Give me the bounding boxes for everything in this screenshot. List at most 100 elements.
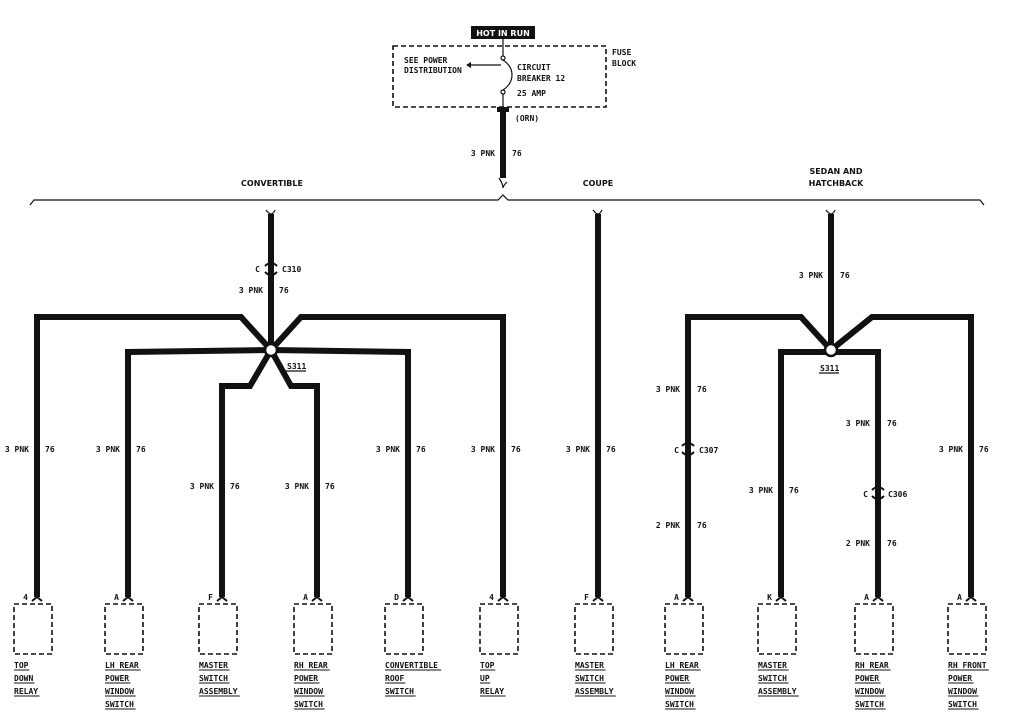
component-pin: F <box>584 593 589 602</box>
c307-above-circuit: 76 <box>697 385 707 394</box>
component-name-line: RELAY <box>480 687 504 696</box>
component-pin: K <box>767 593 772 602</box>
c307-label: C307 <box>699 446 718 455</box>
component-name-line: SWITCH <box>758 674 787 683</box>
component-box <box>664 603 704 655</box>
component-name-line: TOP <box>14 661 29 670</box>
component-pin: F <box>208 593 213 602</box>
c306-label: C306 <box>888 490 907 499</box>
c306-below-gauge: 2 PNK <box>846 539 870 548</box>
component-name-line: ASSEMBLY <box>758 687 797 696</box>
c307-letter: C <box>674 446 679 455</box>
wire-circuit-label: 76 <box>979 445 989 454</box>
component-box <box>757 603 797 655</box>
feed-wire-gauge: 3 PNK <box>471 149 495 158</box>
hot-in-run-banner: HOT IN RUN <box>471 26 535 39</box>
c310-wire-circuit: 76 <box>279 286 289 295</box>
component-pin: A <box>674 593 679 602</box>
component-box <box>198 603 238 655</box>
component-pin: 4 <box>23 593 28 602</box>
wire-circuit-label: 76 <box>606 445 616 454</box>
component-name-line: WINDOW <box>948 687 977 696</box>
see-power-label-1: SEE POWER <box>404 56 448 65</box>
component-name-line: WINDOW <box>665 687 694 696</box>
component-pin: A <box>114 593 119 602</box>
wire-circuit-label: 76 <box>789 486 799 495</box>
s311-left-label: S311 <box>287 362 306 371</box>
component-box <box>854 603 894 655</box>
terminal-icon <box>965 595 977 602</box>
sedan-trunk-gauge: 3 PNK <box>799 271 823 280</box>
terminal-icon <box>775 595 787 602</box>
component-name-line: WINDOW <box>855 687 884 696</box>
sedan-harness: 3 PNK 76 S311 C C307 3 PNK 76 2 PNK 76 C… <box>656 209 974 597</box>
component-name-line: SWITCH <box>948 700 977 709</box>
component-pin: A <box>957 593 962 602</box>
component-box <box>104 603 144 655</box>
c310-label: C310 <box>282 265 301 274</box>
wire-gauge-label: 3 PNK <box>471 445 495 454</box>
wire-gauge-label: 3 PNK <box>939 445 963 454</box>
sedan-trunk-circuit: 76 <box>840 271 850 280</box>
fuse-block-label-1: FUSE <box>612 48 631 57</box>
c307-below-circuit: 76 <box>697 521 707 530</box>
arrow-left-icon <box>466 62 471 68</box>
convertible-harness: C C310 3 PNK 76 S311 <box>34 209 506 597</box>
wire-gauge-label: 3 PNK <box>5 445 29 454</box>
component-box <box>947 603 987 655</box>
component-name-line: LH REAR <box>665 661 699 670</box>
component-pin: D <box>394 593 399 602</box>
terminal-icon <box>31 595 43 602</box>
wire-circuit-label: 76 <box>45 445 55 454</box>
component-name-line: SWITCH <box>665 700 694 709</box>
branch-coupe: COUPE <box>583 179 614 188</box>
wire-circuit-label: 76 <box>416 445 426 454</box>
wire-gauge-label: 3 PNK <box>96 445 120 454</box>
component-name-line: POWER <box>294 674 318 683</box>
branch-convertible: CONVERTIBLE <box>241 179 303 188</box>
s311-right-label: S311 <box>820 364 839 373</box>
wire-circuit-label: 76 <box>136 445 146 454</box>
hot-in-run-label: HOT IN RUN <box>476 29 530 38</box>
amp-label: 25 AMP <box>517 89 546 98</box>
component-box <box>574 603 614 655</box>
component-pin: A <box>303 593 308 602</box>
wire-gauge-label: 3 PNK <box>566 445 590 454</box>
terminal-icon <box>592 595 604 602</box>
component-box <box>13 603 53 655</box>
option-brace <box>29 194 985 206</box>
breaker-label-2: BREAKER 12 <box>517 74 565 83</box>
component-name-line: RH REAR <box>855 661 889 670</box>
component-name-line: MASTER <box>758 661 787 670</box>
coupe-harness <box>592 209 603 597</box>
component-name-line: DOWN <box>14 674 33 683</box>
component-name-line: SWITCH <box>294 700 323 709</box>
component-name-line: SWITCH <box>105 700 134 709</box>
splice-s311-right <box>823 342 839 358</box>
component-box <box>384 603 424 655</box>
terminal-icon <box>497 595 509 602</box>
terminal-icon <box>402 595 414 602</box>
wire-gauge-label: 3 PNK <box>749 486 773 495</box>
component-name-line: UP <box>480 674 490 683</box>
wire-gauge-label: 3 PNK <box>376 445 400 454</box>
wire-gauge-label: 3 PNK <box>190 482 214 491</box>
component-box <box>479 603 519 655</box>
c306-above-circuit: 76 <box>887 419 897 428</box>
component-pin: A <box>864 593 869 602</box>
component-name-line: CONVERTIBLE <box>385 661 438 670</box>
c310-letter: C <box>255 265 260 274</box>
c310-wire-gauge: 3 PNK <box>239 286 263 295</box>
c307-below-gauge: 2 PNK <box>656 521 680 530</box>
